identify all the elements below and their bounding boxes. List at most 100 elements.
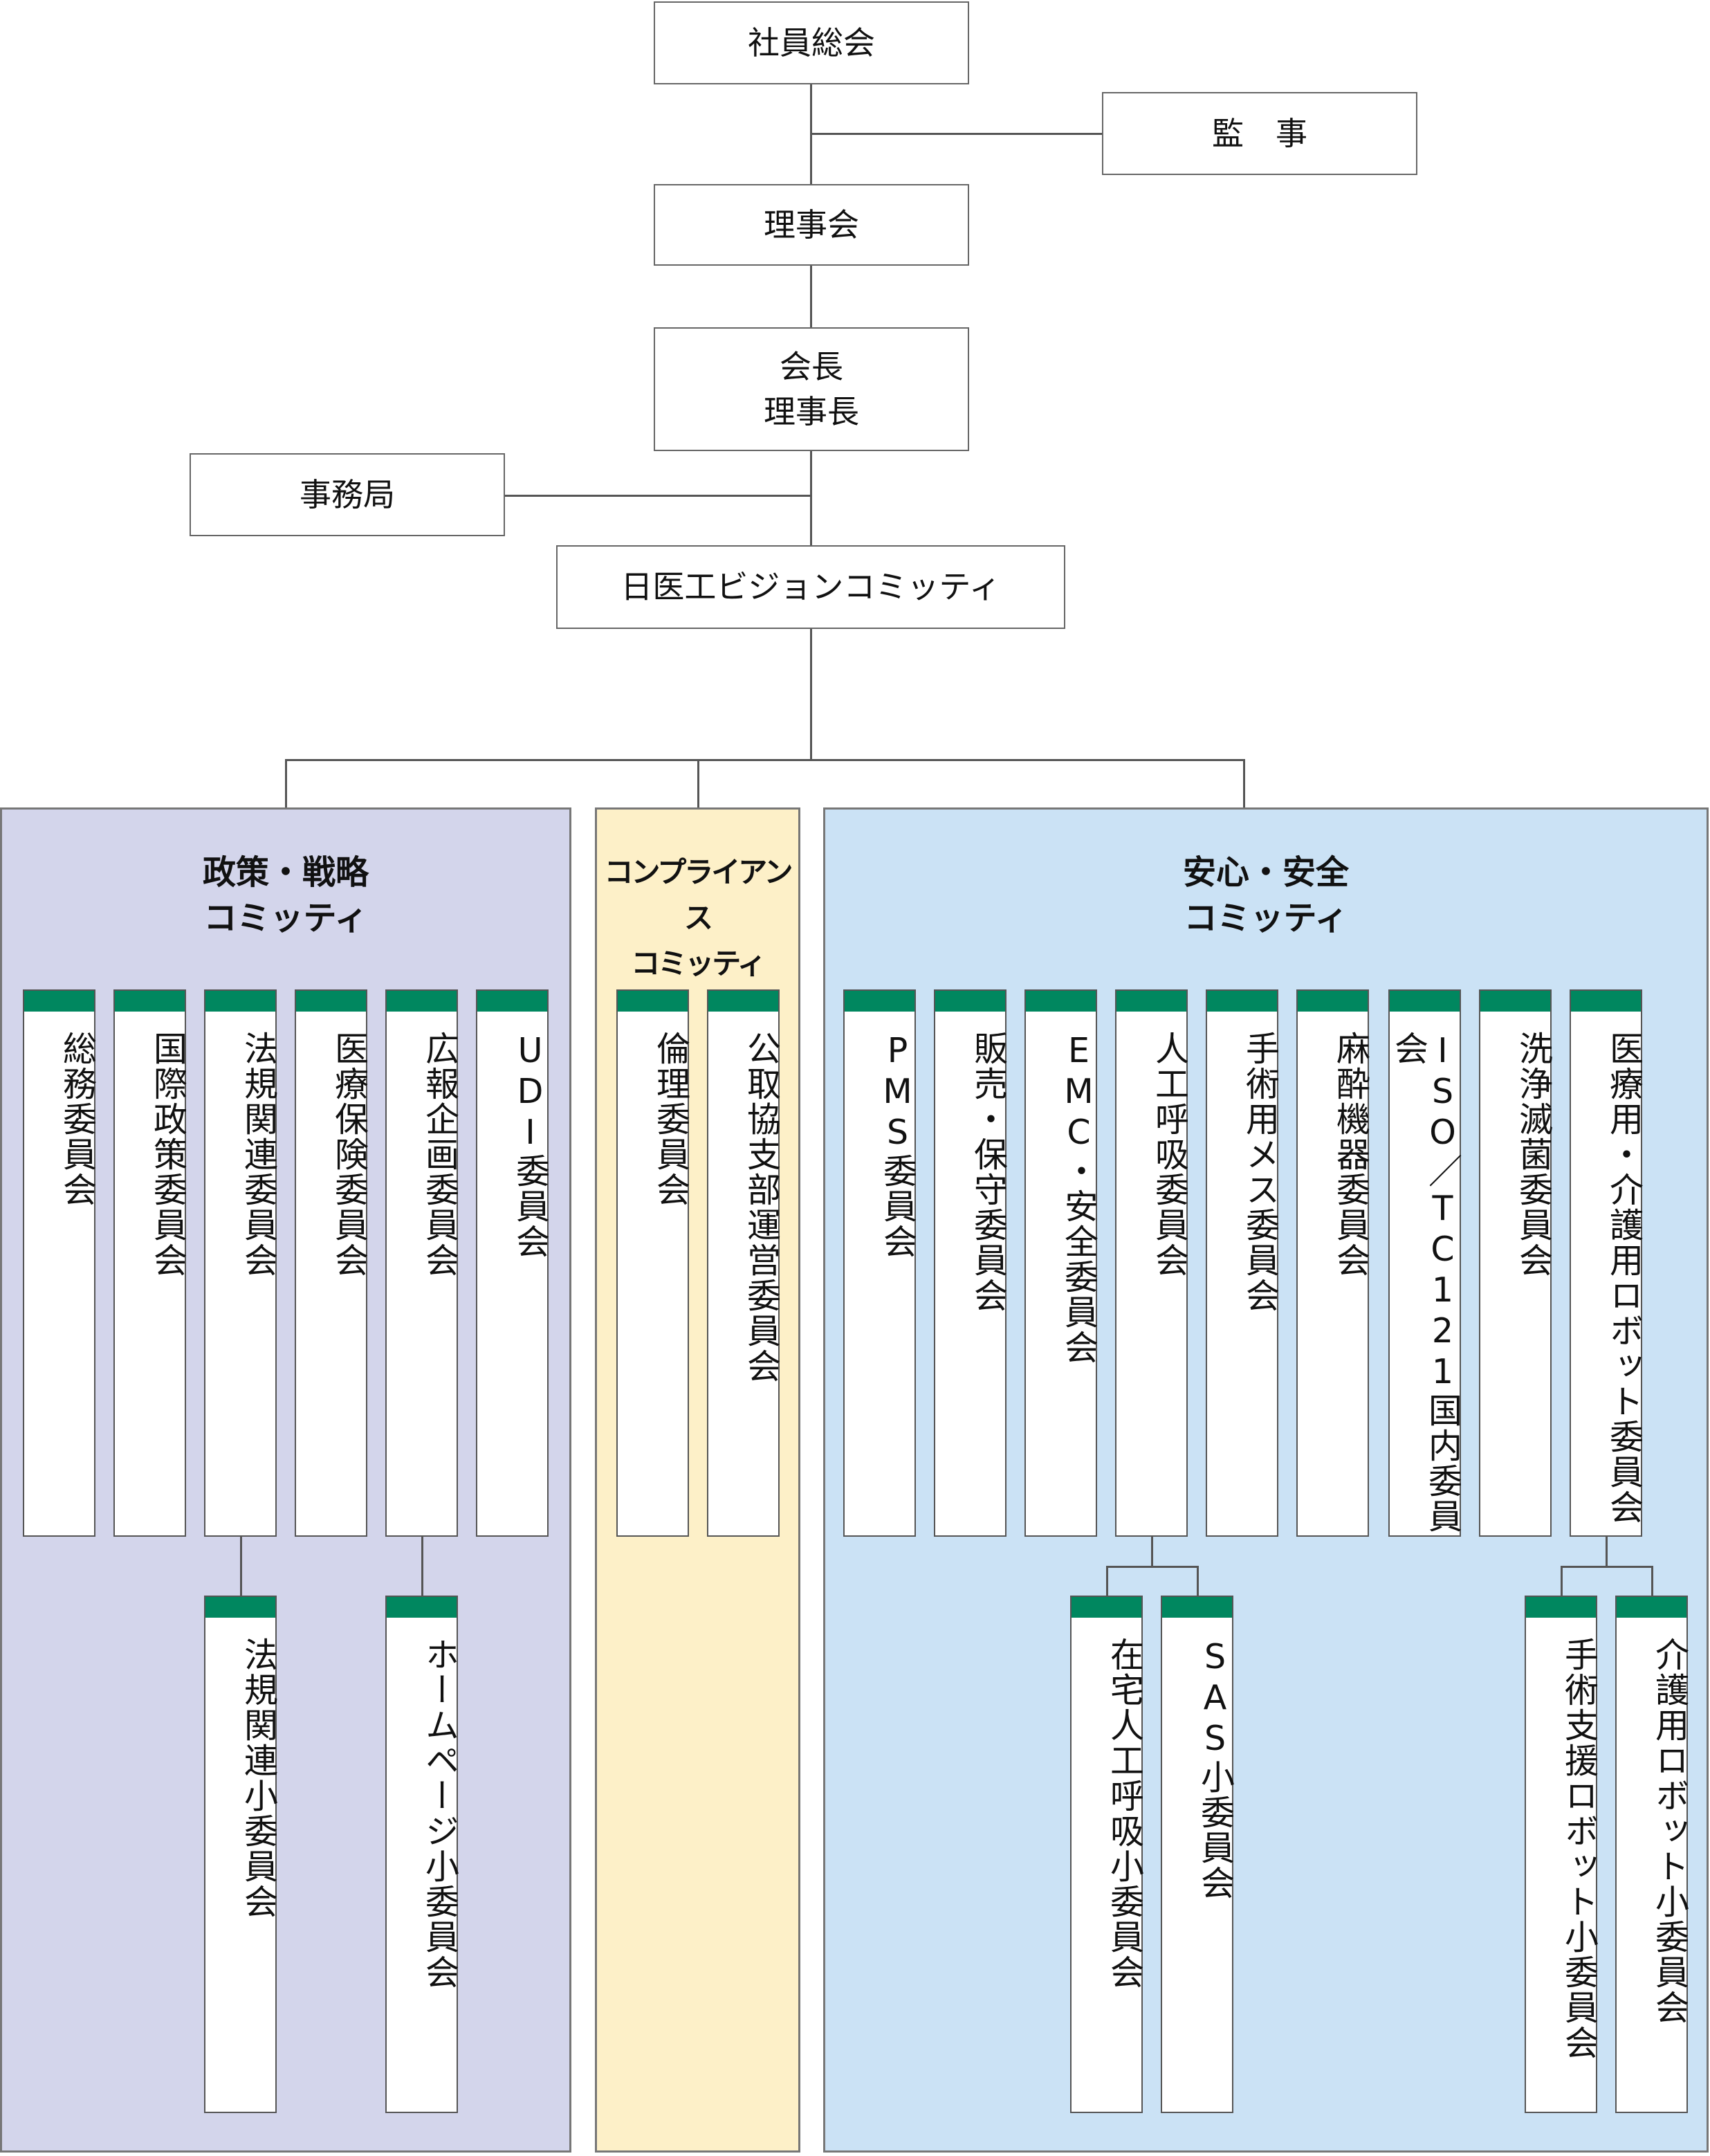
connector	[811, 133, 1102, 135]
connector	[810, 451, 812, 545]
vision-committee-label: 日医工ビジョンコミッティ	[620, 568, 1001, 606]
connector	[697, 759, 699, 808]
committee-label: 手術支援ロボット小委員会	[1559, 1637, 1599, 2061]
committee-box: 倫理委員会	[616, 989, 690, 1537]
committee-box: 人工呼吸委員会	[1115, 989, 1189, 1537]
committee-label: 国際政策委員会	[148, 1031, 187, 1278]
connector	[1197, 1566, 1199, 1596]
auditor-box: 監 事	[1102, 92, 1417, 175]
green-header-bar	[1571, 991, 1641, 1012]
panel-title: コンプライアンス コミッティ	[604, 855, 793, 980]
subcommittee-box: ホームページ小委員会	[385, 1596, 459, 2113]
green-header-bar	[24, 991, 94, 1012]
chairman-box: 会長 理事長	[654, 327, 969, 451]
committee-label: PMS委員会	[878, 1031, 917, 1259]
green-header-bar	[708, 991, 778, 1012]
committee-box: PMS委員会	[843, 989, 917, 1537]
committee-label: ISO／TC121国内委員会	[1389, 1031, 1462, 1534]
board-box: 理事会	[654, 184, 969, 266]
committee-label: 手術用メス委員会	[1240, 1031, 1280, 1313]
green-header-bar	[205, 991, 275, 1012]
committee-label: 在宅人工呼吸小委員会	[1105, 1637, 1144, 1990]
committee-label: 医療保険委員会	[329, 1031, 369, 1278]
green-header-bar	[205, 1597, 275, 1618]
committee-box: 広報企画委員会	[385, 989, 459, 1537]
connector	[1561, 1566, 1563, 1596]
committee-label: 販売・保守委員会	[968, 1031, 1008, 1313]
green-header-bar	[935, 991, 1005, 1012]
subcommittee-box: 手術支援ロボット小委員会	[1525, 1596, 1599, 2113]
committee-box: 国際政策委員会	[113, 989, 187, 1537]
general-meeting-box: 社員総会	[654, 1, 969, 84]
committee-label: 法規関連小委員会	[239, 1637, 278, 1919]
connector	[1243, 759, 1245, 808]
secretariat-label: 事務局	[300, 475, 395, 513]
green-header-bar	[1526, 1597, 1596, 1618]
committee-label: SAS小委員会	[1195, 1637, 1235, 1901]
green-header-bar	[1480, 991, 1550, 1012]
committee-label: 洗浄滅菌委員会	[1514, 1031, 1553, 1278]
green-header-bar	[845, 991, 914, 1012]
committee-box: 販売・保守委員会	[934, 989, 1008, 1537]
green-header-bar	[1298, 991, 1368, 1012]
connector	[1106, 1566, 1199, 1568]
committee-label: 介護用ロボット小委員会	[1650, 1637, 1689, 2025]
connector	[810, 266, 812, 327]
secretariat-box: 事務局	[190, 453, 505, 536]
green-header-bar	[1207, 991, 1277, 1012]
committee-box: 総務委員会	[23, 989, 97, 1537]
committee-box: 医療用・介護用ロボット委員会	[1570, 989, 1644, 1537]
committee-box: 麻酔機器委員会	[1296, 989, 1370, 1537]
green-header-bar	[1116, 991, 1186, 1012]
connector	[810, 629, 812, 760]
committee-box: 公取協支部運営委員会	[707, 989, 781, 1537]
green-header-bar	[618, 991, 688, 1012]
green-header-bar	[115, 991, 185, 1012]
connector	[505, 495, 811, 497]
green-header-bar	[387, 1597, 457, 1618]
committee-label: 広報企画委員会	[420, 1031, 459, 1278]
green-header-bar	[1162, 1597, 1232, 1618]
green-header-bar	[1026, 991, 1096, 1012]
committee-label: ホームページ小委員会	[420, 1637, 459, 1990]
committee-label: 公取協支部運営委員会	[742, 1031, 781, 1384]
general-meeting-label: 社員総会	[748, 24, 875, 62]
committee-label: 人工呼吸委員会	[1150, 1031, 1189, 1278]
green-header-bar	[477, 991, 547, 1012]
subcommittee-box: SAS小委員会	[1161, 1596, 1235, 2113]
panel-title: 安心・安全 コミッティ	[1182, 853, 1349, 938]
committee-box: 洗浄滅菌委員会	[1479, 989, 1553, 1537]
committee-box: 手術用メス委員会	[1206, 989, 1280, 1537]
committee-box: UDI委員会	[476, 989, 550, 1537]
subcommittee-box: 法規関連小委員会	[204, 1596, 278, 2113]
green-header-bar	[1617, 1597, 1686, 1618]
panel-title: 政策・戦略 コミッティ	[202, 853, 369, 938]
subcommittee-box: 介護用ロボット小委員会	[1615, 1596, 1689, 2113]
committee-label: EMC・安全委員会	[1059, 1031, 1098, 1365]
connector	[1651, 1566, 1653, 1596]
green-header-bar	[1390, 991, 1460, 1012]
committee-label: 総務委員会	[57, 1031, 97, 1207]
connector	[240, 1537, 242, 1596]
committee-label: 麻酔機器委員会	[1331, 1031, 1370, 1278]
committee-box: ISO／TC121国内委員会	[1388, 989, 1462, 1537]
connector	[421, 1537, 423, 1596]
connector	[1561, 1566, 1653, 1568]
committee-label: 医療用・介護用ロボット委員会	[1604, 1031, 1644, 1525]
green-header-bar	[1072, 1597, 1141, 1618]
subcommittee-box: 在宅人工呼吸小委員会	[1070, 1596, 1144, 2113]
committee-box: 法規関連委員会	[204, 989, 278, 1537]
board-label: 理事会	[764, 205, 859, 244]
chairman-label: 会長 理事長	[764, 348, 859, 430]
committee-label: UDI委員会	[511, 1031, 550, 1259]
committee-box: 医療保険委員会	[295, 989, 369, 1537]
auditor-label: 監 事	[1212, 114, 1307, 152]
connector	[285, 759, 287, 808]
connector	[1106, 1566, 1108, 1596]
committee-box: EMC・安全委員会	[1024, 989, 1098, 1537]
connector	[285, 759, 1245, 761]
committee-label: 倫理委員会	[651, 1031, 690, 1207]
green-header-bar	[296, 991, 366, 1012]
connector	[1606, 1537, 1608, 1566]
committee-label: 法規関連委員会	[239, 1031, 278, 1278]
